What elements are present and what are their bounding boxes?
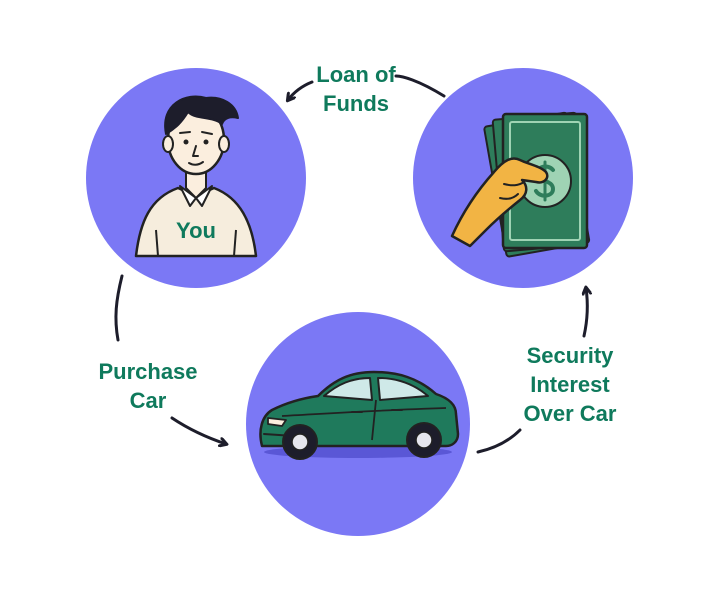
loan-arrow-head bbox=[288, 80, 314, 100]
person-icon bbox=[134, 95, 258, 258]
purchase-arrow bbox=[170, 416, 226, 444]
lender-node bbox=[413, 68, 633, 288]
car-node bbox=[246, 312, 470, 536]
loan-label: Loan of Funds bbox=[316, 62, 396, 116]
security-label-line3: Over Car bbox=[524, 401, 617, 426]
purchase-label-line1: Purchase bbox=[98, 359, 197, 384]
security-arrow bbox=[584, 288, 587, 338]
hand-with-money-icon bbox=[450, 111, 591, 258]
loan-label-line1: Loan of bbox=[316, 62, 396, 87]
security-label-line2: Interest bbox=[530, 372, 610, 397]
purchase-label-line2: Car bbox=[130, 388, 167, 413]
security-label-line1: Security bbox=[527, 343, 615, 368]
security-label: Security Interest Over Car bbox=[524, 343, 617, 426]
purchase-label: Purchase Car bbox=[98, 359, 197, 413]
loan-arrow bbox=[394, 74, 446, 98]
security-arrow-bottom bbox=[476, 428, 522, 454]
loan-label-line2: Funds bbox=[323, 91, 389, 116]
car-icon bbox=[259, 370, 460, 460]
purchase-arrow-top bbox=[114, 274, 124, 342]
you-label: You bbox=[176, 218, 216, 243]
you-node: You bbox=[86, 68, 306, 288]
